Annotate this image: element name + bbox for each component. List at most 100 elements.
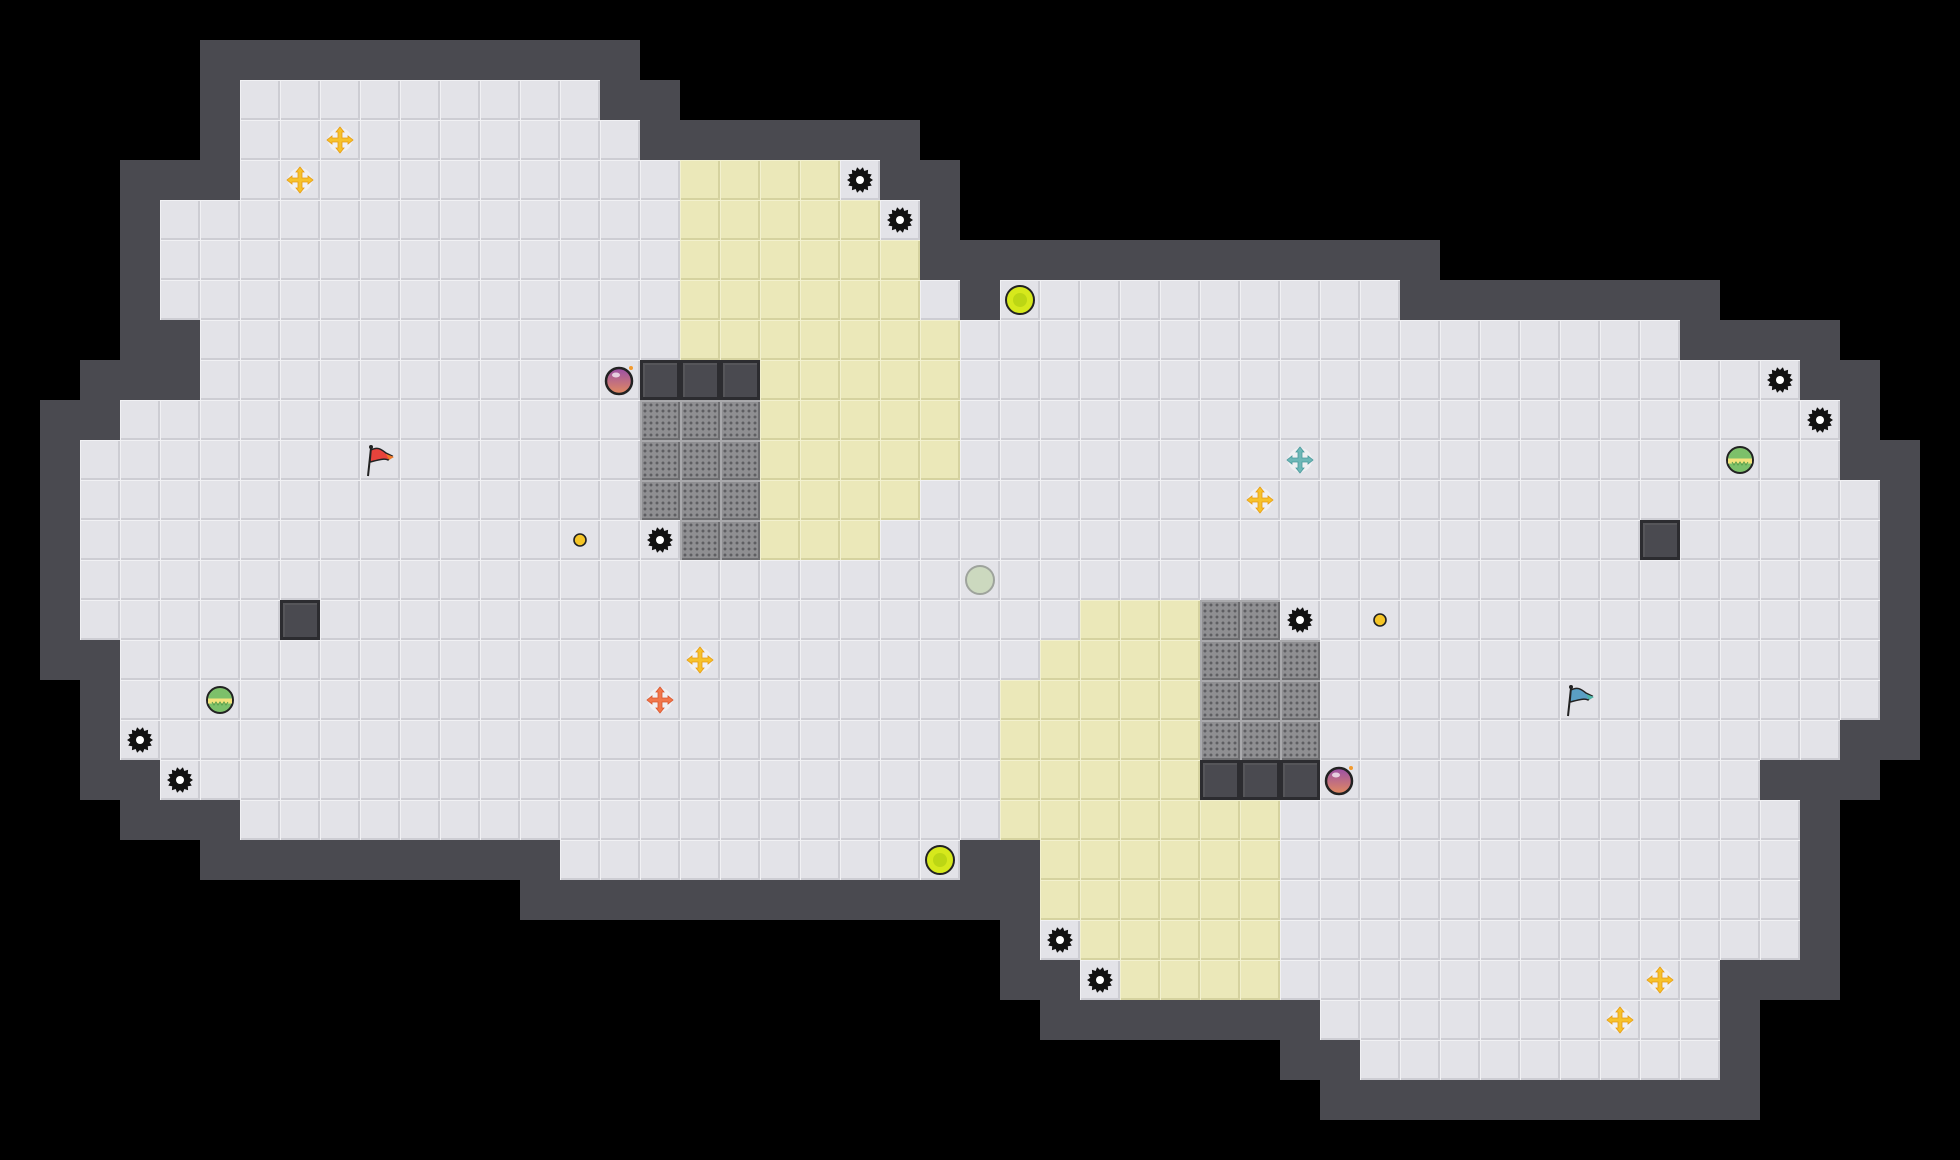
floor-tile[interactable] — [160, 200, 200, 240]
floor-tile[interactable] — [1520, 640, 1560, 680]
floor-tile[interactable] — [960, 480, 1000, 520]
floor-tile[interactable] — [400, 800, 440, 840]
floor-tile[interactable] — [520, 360, 560, 400]
metal-grate-tile[interactable] — [1240, 680, 1280, 720]
floor-tile[interactable] — [760, 720, 800, 760]
floor-tile[interactable] — [1440, 400, 1480, 440]
floor-tile[interactable] — [600, 240, 640, 280]
floor-tile[interactable] — [1560, 920, 1600, 960]
floor-tile[interactable] — [760, 560, 800, 600]
floor-tile[interactable] — [920, 520, 960, 560]
floor-tile[interactable] — [600, 640, 640, 680]
floor-tile[interactable] — [1640, 400, 1680, 440]
metal-grate-tile[interactable] — [720, 520, 760, 560]
floor-tile[interactable] — [720, 760, 760, 800]
gear-icon[interactable] — [1280, 600, 1320, 640]
floor-tile[interactable] — [1200, 560, 1240, 600]
floor-tile[interactable] — [480, 800, 520, 840]
floor-tile[interactable] — [1120, 520, 1160, 560]
floor-tile[interactable] — [400, 720, 440, 760]
floor-tile[interactable] — [1320, 480, 1360, 520]
floor-tile[interactable] — [520, 760, 560, 800]
floor-tile[interactable] — [480, 440, 520, 480]
floor-tile[interactable] — [400, 480, 440, 520]
floor-tile[interactable] — [1640, 640, 1680, 680]
floor-tile[interactable] — [160, 240, 200, 280]
floor-tile[interactable] — [1720, 680, 1760, 720]
floor-tile[interactable] — [360, 760, 400, 800]
floor-tile[interactable] — [1160, 320, 1200, 360]
floor-tile[interactable] — [760, 600, 800, 640]
floor-tile[interactable] — [880, 720, 920, 760]
striped-ball-icon[interactable] — [200, 680, 240, 720]
floor-tile[interactable] — [1480, 760, 1520, 800]
floor-tile[interactable] — [1400, 760, 1440, 800]
floor-tile[interactable] — [160, 600, 200, 640]
floor-tile[interactable] — [1640, 680, 1680, 720]
yellow-zone-tile[interactable] — [840, 320, 880, 360]
floor-tile[interactable] — [1280, 560, 1320, 600]
floor-tile[interactable] — [560, 320, 600, 360]
yellow-zone-tile[interactable] — [800, 320, 840, 360]
metal-grate-tile[interactable] — [1240, 600, 1280, 640]
floor-tile[interactable] — [280, 680, 320, 720]
floor-tile[interactable] — [1080, 400, 1120, 440]
yellow-zone-tile[interactable] — [800, 520, 840, 560]
floor-tile[interactable] — [240, 80, 280, 120]
floor-tile[interactable] — [320, 720, 360, 760]
yellow-zone-tile[interactable] — [800, 400, 840, 440]
floor-tile[interactable] — [320, 520, 360, 560]
floor-tile[interactable] — [1520, 760, 1560, 800]
yellow-cross-icon[interactable] — [280, 160, 320, 200]
floor-tile[interactable] — [1560, 1040, 1600, 1080]
floor-tile[interactable] — [360, 800, 400, 840]
floor-tile[interactable] — [600, 600, 640, 640]
floor-tile[interactable] — [360, 600, 400, 640]
floor-tile[interactable] — [680, 840, 720, 880]
floor-tile[interactable] — [1360, 360, 1400, 400]
floor-tile[interactable] — [1400, 320, 1440, 360]
floor-tile[interactable] — [1680, 880, 1720, 920]
floor-tile[interactable] — [1520, 680, 1560, 720]
yellow-zone-tile[interactable] — [1160, 600, 1200, 640]
floor-tile[interactable] — [1080, 320, 1120, 360]
yellow-zone-tile[interactable] — [760, 160, 800, 200]
floor-tile[interactable] — [1560, 520, 1600, 560]
floor-tile[interactable] — [360, 680, 400, 720]
floor-tile[interactable] — [1680, 760, 1720, 800]
floor-tile[interactable] — [1560, 400, 1600, 440]
floor-tile[interactable] — [400, 320, 440, 360]
floor-tile[interactable] — [1480, 720, 1520, 760]
floor-tile[interactable] — [240, 640, 280, 680]
yellow-zone-tile[interactable] — [1040, 840, 1080, 880]
floor-tile[interactable] — [1560, 600, 1600, 640]
floor-tile[interactable] — [160, 400, 200, 440]
floor-tile[interactable] — [360, 240, 400, 280]
floor-tile[interactable] — [240, 320, 280, 360]
floor-tile[interactable] — [1800, 640, 1840, 680]
floor-tile[interactable] — [1600, 640, 1640, 680]
floor-tile[interactable] — [1320, 1000, 1360, 1040]
floor-tile[interactable] — [1120, 400, 1160, 440]
yellow-zone-tile[interactable] — [1240, 960, 1280, 1000]
floor-tile[interactable] — [1440, 520, 1480, 560]
yellow-zone-tile[interactable] — [1000, 720, 1040, 760]
floor-tile[interactable] — [1440, 920, 1480, 960]
floor-tile[interactable] — [1080, 440, 1120, 480]
floor-tile[interactable] — [1160, 280, 1200, 320]
gear-icon[interactable] — [1800, 400, 1840, 440]
floor-tile[interactable] — [480, 80, 520, 120]
floor-tile[interactable] — [280, 720, 320, 760]
yellow-zone-tile[interactable] — [720, 280, 760, 320]
floor-tile[interactable] — [1760, 440, 1800, 480]
floor-tile[interactable] — [640, 160, 680, 200]
yellow-zone-tile[interactable] — [1080, 920, 1120, 960]
floor-tile[interactable] — [400, 760, 440, 800]
yellow-zone-tile[interactable] — [1120, 920, 1160, 960]
yellow-zone-tile[interactable] — [680, 320, 720, 360]
floor-tile[interactable] — [680, 680, 720, 720]
floor-tile[interactable] — [520, 680, 560, 720]
floor-tile[interactable] — [1480, 400, 1520, 440]
floor-tile[interactable] — [1680, 680, 1720, 720]
floor-tile[interactable] — [560, 280, 600, 320]
